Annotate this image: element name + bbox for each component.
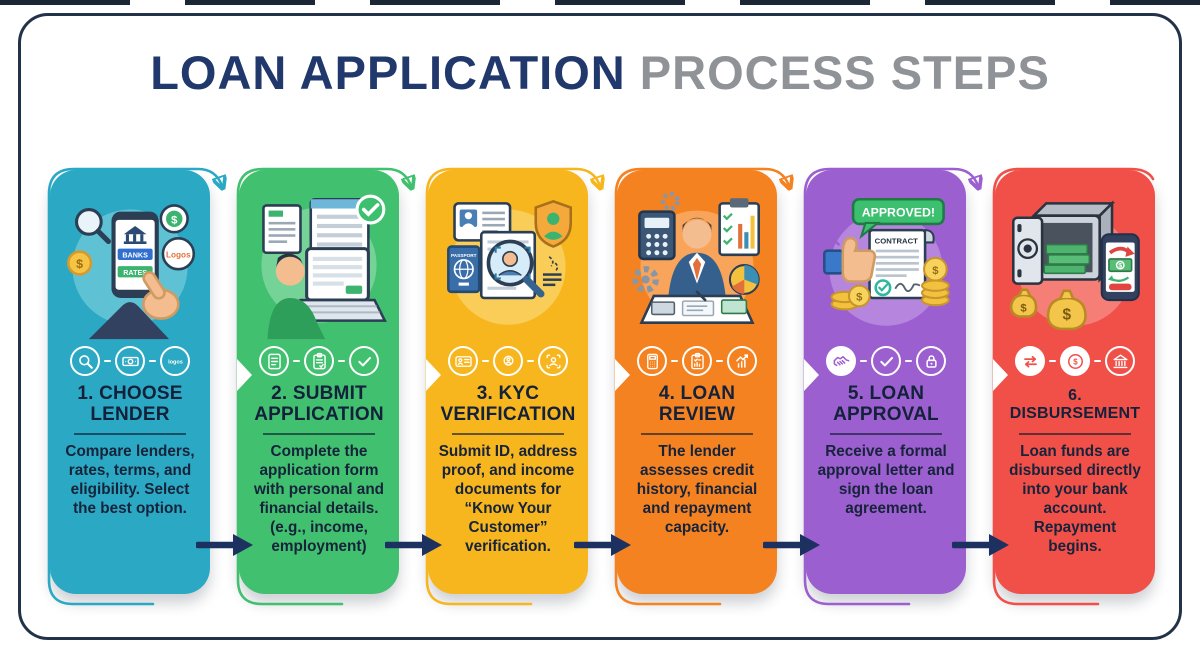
svg-text:APPROVED!: APPROVED! [862,206,935,220]
person-head [275,256,305,286]
step-description: Receive a formal approval letter and sig… [817,443,955,517]
svg-text:$: $ [1062,307,1071,324]
lock-icon [916,346,946,376]
svg-text:$: $ [1118,263,1122,270]
document-icon [259,346,289,376]
step-title: 1. CHOOSE LENDER [77,383,183,425]
search-icon [70,346,100,376]
step-title: 3. KYC VERIFICATION [440,383,576,425]
icon-dash [860,359,867,363]
step-card-loan-approval: APPROVED! CONTRACT $ [803,167,966,606]
disbursement-illustration: $ $ $ [1003,180,1147,344]
outer-frame [18,13,1182,640]
icon-dash [671,359,678,363]
svg-text:CONTRACT: CONTRACT [875,236,919,245]
top-edge-strip [0,0,1200,5]
flow-arrow-3 [574,532,632,558]
loan-approval-illustration: APPROVED! CONTRACT $ [814,180,958,344]
calculator-icon [637,346,667,376]
check-icon [349,346,379,376]
step-divider [829,433,943,435]
growth-chart-icon [727,346,757,376]
bank-icon [1105,346,1135,376]
step-title: 2. SUBMIT APPLICATION [254,383,384,425]
flow-arrow-2 [385,532,443,558]
face-scan-icon [493,346,523,376]
icon-dash [1049,359,1056,363]
handshake-icon [826,346,856,376]
step-description: The lender assesses credit history, fina… [636,443,758,536]
form-icon [304,346,334,376]
check-icon [871,346,901,376]
svg-text:$: $ [1073,357,1078,366]
step-divider [640,433,754,435]
dollar-coin-icon: $ [1060,346,1090,376]
step-title: 6. DISBURSEMENT [1009,387,1141,422]
step-divider [451,433,565,435]
step-divider [73,433,187,435]
icon-dash [482,359,489,363]
step-card-disbursement: $ $ $ $ 6. DISBURSEMENT Loan funds are d… [992,167,1155,606]
step-description: Submit ID, address proof, and income doc… [438,443,578,555]
icon-dash [716,359,723,363]
submit-application-illustration [247,180,391,344]
kyc-illustration: PASSPORT [436,180,580,344]
header: LOAN APPLICATION PROCESS STEPS [0,48,1200,97]
loan-review-illustration [625,180,769,344]
user-scan-icon [538,346,568,376]
icon-dash [104,359,111,363]
step-title: 4. LOAN REVIEW [658,383,736,425]
icon-dash [527,359,534,363]
step-divider [1018,433,1132,435]
icon-dash [905,359,912,363]
svg-text:$: $ [856,292,863,304]
report-icon [682,346,712,376]
step-description: Loan funds are disbursed directly into y… [1009,443,1141,555]
step-icon-row [625,344,769,378]
step-icon-row: logos [58,344,202,378]
step-icon-row [436,344,580,378]
step-description: Compare lenders, rates, terms, and eligi… [65,443,195,517]
flow-arrow-5 [952,532,1010,558]
icon-dash [293,359,300,363]
page-title-primary: LOAN APPLICATION [150,46,626,99]
id-card-icon [448,346,478,376]
banknote-icon [115,346,145,376]
transfer-icon [1015,346,1045,376]
icon-dash [149,359,156,363]
flow-arrow-1 [196,532,254,558]
flow-arrow-4 [763,532,821,558]
page-title: LOAN APPLICATION PROCESS STEPS [0,48,1200,97]
check-badge [355,194,386,225]
steps-row: $ BANKS RATES $ Logos logos 1. CHOOSE LE [47,167,1155,624]
svg-text:Logos: Logos [166,250,191,259]
icon-dash [338,359,345,363]
step-card-choose-lender: $ BANKS RATES $ Logos logos 1. CHOOSE LE [47,167,210,606]
svg-text:BANKS: BANKS [122,250,148,259]
reviewer-head [682,219,712,249]
svg-text:$: $ [932,265,939,277]
step-card-submit-application: 2. SUBMIT APPLICATION Complete the appli… [236,167,399,606]
svg-text:$: $ [76,257,83,271]
step-title: 5. LOAN APPROVAL [833,383,939,425]
coin-stack-right: $ [920,256,950,307]
page-title-secondary: PROCESS STEPS [639,46,1050,99]
step-divider [262,433,376,435]
choose-lender-illustration: $ BANKS RATES $ Logos [58,180,202,344]
svg-text:logos: logos [168,359,183,365]
step-card-loan-review: 4. LOAN REVIEW The lender assesses credi… [614,167,777,606]
step-card-kyc-verification: PASSPORT 3. KYC VERIFICATION Submit ID, … [425,167,588,606]
svg-text:$: $ [171,214,178,226]
thumbs-up-sleeve [823,249,845,275]
svg-text:$: $ [1020,302,1027,314]
logos-badge-icon: logos [160,346,190,376]
step-description: Complete the application form with perso… [253,443,385,555]
step-icon-row: $ [1003,344,1147,378]
icon-dash [1094,359,1101,363]
step-icon-row [247,344,391,378]
svg-text:PASSPORT: PASSPORT [451,253,477,259]
step-icon-row [814,344,958,378]
